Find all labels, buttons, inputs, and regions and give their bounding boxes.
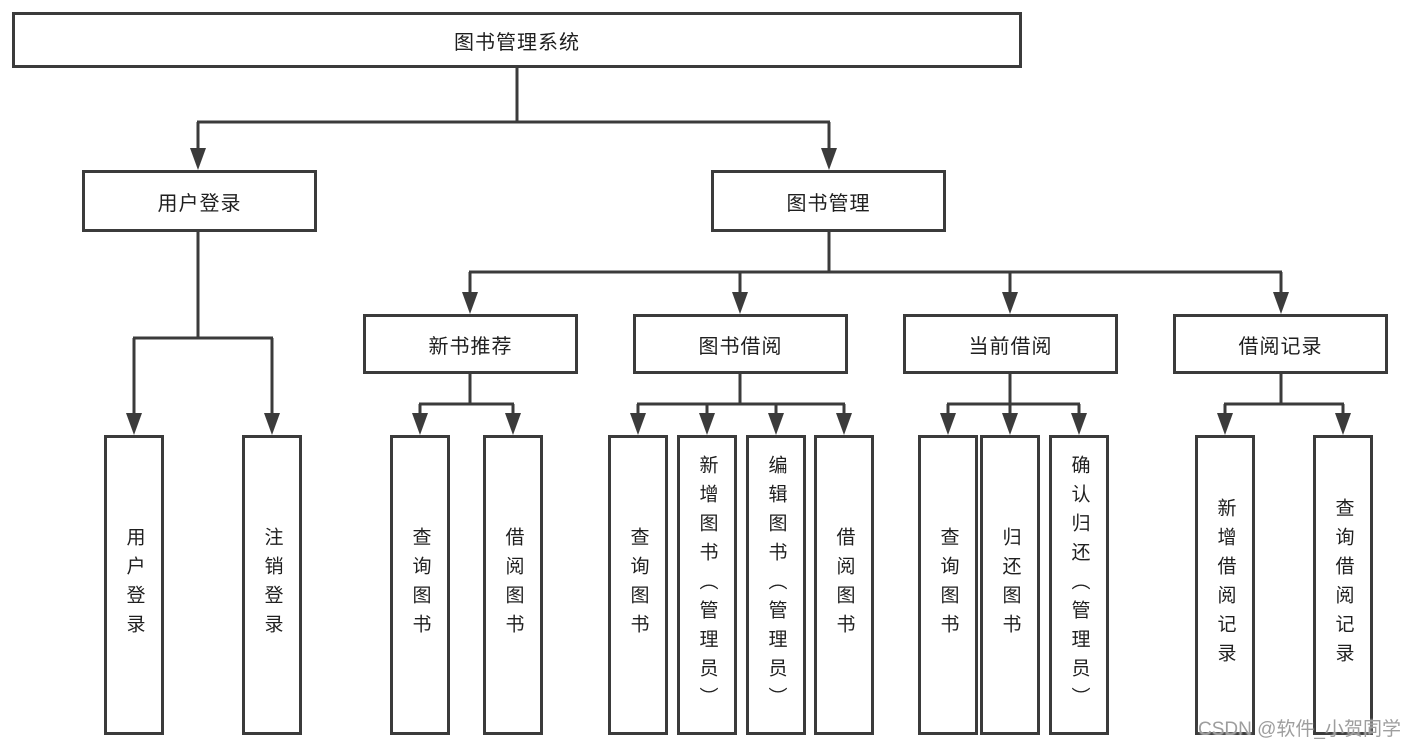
arrowhead xyxy=(630,413,646,435)
arrowhead xyxy=(768,413,784,435)
connector-current-to-leaves xyxy=(946,374,1081,418)
arrowhead xyxy=(732,292,748,314)
leaf-query-books: 查询图书 xyxy=(390,435,450,735)
connector-root-to-level2 xyxy=(196,68,831,152)
arrowhead xyxy=(836,413,852,435)
node-label: 图书管理系统 xyxy=(454,31,580,54)
connector-borrow-to-leaves xyxy=(636,374,846,418)
leaf-label: 查询图书 xyxy=(627,527,649,643)
arrowhead xyxy=(264,413,280,435)
node-label: 当前借阅 xyxy=(968,335,1053,358)
node-book-borrowing: 图书借阅 xyxy=(633,314,848,374)
leaf-edit-books-admin: 编辑图书（管理员） xyxy=(746,435,806,735)
leaf-borrow-books: 借阅图书 xyxy=(483,435,543,735)
arrowhead xyxy=(699,413,715,435)
arrowhead xyxy=(821,148,837,170)
node-library-management-system: 图书管理系统 xyxy=(12,12,1022,68)
node-book-management: 图书管理 xyxy=(711,170,946,232)
leaf-label: 归还图书 xyxy=(999,527,1021,643)
leaf-logout: 注销登录 xyxy=(242,435,302,735)
node-label: 图书借阅 xyxy=(698,335,783,358)
leaf-user-login: 用户登录 xyxy=(104,435,164,735)
leaf-label: 新增图书（管理员） xyxy=(696,454,718,716)
node-borrowing-records: 借阅记录 xyxy=(1173,314,1388,374)
connector-bookmgmt-to-level3 xyxy=(468,232,1283,296)
node-new-book-recommendation: 新书推荐 xyxy=(363,314,578,374)
leaf-label: 借阅图书 xyxy=(833,527,855,643)
arrowhead xyxy=(1335,413,1351,435)
leaf-query-books: 查询图书 xyxy=(918,435,978,735)
leaf-query-borrow-record: 查询借阅记录 xyxy=(1313,435,1373,735)
leaf-add-books-admin: 新增图书（管理员） xyxy=(677,435,737,735)
arrowhead xyxy=(1002,413,1018,435)
node-label: 用户登录 xyxy=(157,192,242,215)
arrowhead xyxy=(1071,413,1087,435)
arrowhead xyxy=(1217,413,1233,435)
node-current-borrowing: 当前借阅 xyxy=(903,314,1118,374)
leaf-label: 编辑图书（管理员） xyxy=(765,454,787,716)
arrowhead xyxy=(1002,292,1018,314)
node-label: 借阅记录 xyxy=(1238,335,1323,358)
leaf-return-books: 归还图书 xyxy=(980,435,1040,735)
leaf-borrow-books: 借阅图书 xyxy=(814,435,874,735)
csdn-watermark: CSDN @软件_小贺同学 xyxy=(1198,719,1401,740)
arrowhead xyxy=(126,413,142,435)
arrowhead xyxy=(190,148,206,170)
leaf-label: 注销登录 xyxy=(261,527,283,643)
connector-userlogin-to-leaves xyxy=(132,232,274,418)
leaf-add-borrow-record: 新增借阅记录 xyxy=(1195,435,1255,735)
leaf-label: 查询借阅记录 xyxy=(1332,498,1354,672)
leaf-label: 用户登录 xyxy=(123,527,145,643)
connector-records-to-leaves xyxy=(1223,374,1345,418)
connector-newbook-to-leaves xyxy=(418,374,515,418)
leaf-confirm-return-admin: 确认归还（管理员） xyxy=(1049,435,1109,735)
arrowhead xyxy=(412,413,428,435)
arrowhead xyxy=(505,413,521,435)
leaf-label: 查询图书 xyxy=(409,527,431,643)
leaf-label: 新增借阅记录 xyxy=(1214,498,1236,672)
arrowhead xyxy=(1273,292,1289,314)
leaf-label: 借阅图书 xyxy=(502,527,524,643)
leaf-label: 查询图书 xyxy=(937,527,959,643)
node-label: 图书管理 xyxy=(786,192,871,215)
arrowhead xyxy=(462,292,478,314)
arrowhead xyxy=(940,413,956,435)
leaf-query-books: 查询图书 xyxy=(608,435,668,735)
node-label: 新书推荐 xyxy=(428,335,513,358)
leaf-label: 确认归还（管理员） xyxy=(1068,454,1090,716)
node-user-login: 用户登录 xyxy=(82,170,317,232)
